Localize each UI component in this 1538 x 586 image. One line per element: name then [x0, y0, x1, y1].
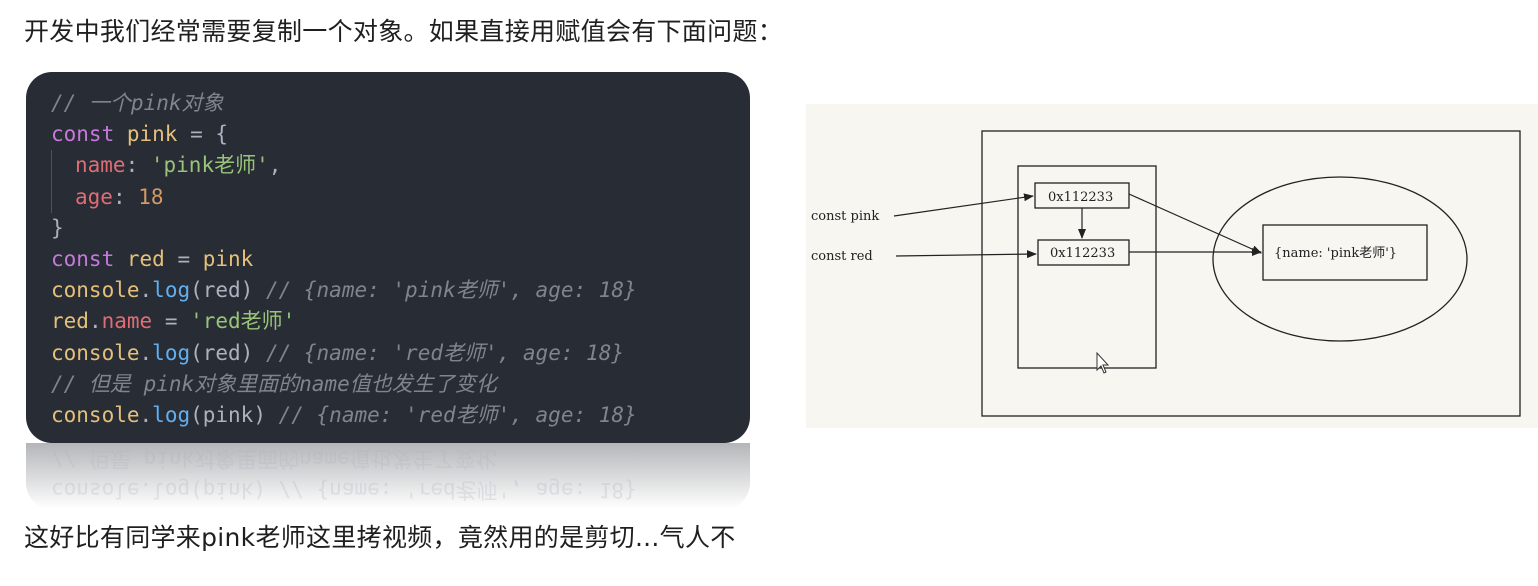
heap-ellipse [1212, 176, 1468, 342]
label-const-red: const red [811, 249, 873, 264]
code-operator: = [164, 246, 203, 271]
code-function: log [152, 340, 191, 365]
code-variable: red [51, 309, 89, 334]
indent-guide [51, 150, 75, 182]
code-operator: } [51, 215, 64, 240]
code-property: name [101, 309, 153, 334]
code-property: age [75, 184, 113, 209]
code-comment: // {name: 'red老师', age: 18} [253, 340, 625, 365]
code-function: log [152, 402, 191, 427]
outro-paragraph: 这好比有同学来pink老师这里拷视频，竟然用的是剪切...气人不 [24, 523, 736, 552]
code-line-4: age: 18 [51, 181, 750, 213]
heap-object-label: {name: 'pink老师'} [1274, 246, 1397, 261]
address-pink: 0x112233 [1048, 190, 1113, 205]
code-operator: , [268, 153, 282, 178]
arrow-pink-to-address [893, 193, 1034, 217]
code-console: console [51, 402, 140, 427]
memory-diagram-svg: const pink const red 0x112233 0x112233 {… [811, 130, 1521, 417]
code-line-2: const pink = { [51, 119, 750, 150]
code-args: (pink) [190, 402, 266, 427]
stack-box [1017, 165, 1157, 369]
code-operator: : [125, 153, 151, 178]
code-operator: . [88, 309, 102, 334]
code-string: 'red老师' [190, 309, 296, 334]
code-operator: . [139, 402, 153, 427]
code-line-11: console.log(pink) // {name: 'red老师', age… [51, 400, 750, 431]
memory-diagram: const pink const red 0x112233 0x112233 {… [806, 104, 1538, 428]
code-block-reflection: console.log(pink) // {name: 'red老师', age… [26, 443, 750, 509]
code-line-6: const red = pink [51, 244, 750, 275]
code-operator: . [139, 340, 153, 365]
code-line-8: red.name = 'red老师' [51, 306, 750, 337]
label-const-pink: const pink [811, 209, 879, 224]
code-keyword: const [51, 122, 115, 147]
code-line-7: console.log(red) // {name: 'pink老师', age… [51, 275, 750, 306]
indent-guide [51, 181, 75, 213]
code-variable: red [126, 246, 165, 271]
code-console: console [51, 340, 140, 365]
code-string: 'pink老师' [150, 153, 269, 178]
code-args: (red) [190, 340, 254, 365]
code-line-10: // 但是 pink对象里面的name值也发生了变化 [51, 369, 750, 400]
memory-frame [981, 130, 1521, 417]
mouse-cursor-icon [1096, 351, 1110, 374]
reflection-text: console.log(pink) // {name: 'red老师', age… [51, 446, 637, 502]
arrow-pink-address-to-heap [1128, 193, 1262, 254]
code-property: name [75, 153, 126, 178]
code-line-3: name: 'pink老师', [51, 150, 750, 182]
code-block: // 一个pink对象 const pink = { name: 'pink老师… [26, 72, 750, 443]
code-line-1: // 一个pink对象 [51, 88, 750, 119]
heap-object-box [1262, 224, 1428, 281]
intro-paragraph: 开发中我们经常需要复制一个对象。如果直接用赋值会有下面问题： [24, 17, 784, 46]
code-line-9: console.log(red) // {name: 'red老师', age:… [51, 338, 750, 369]
code-comment: // 但是 pink对象里面的name值也发生了变化 [51, 371, 497, 396]
code-variable: pink [126, 122, 178, 147]
address-red: 0x112233 [1050, 246, 1115, 261]
code-variable: pink [202, 246, 254, 271]
code-comment: // 一个pink对象 [51, 91, 224, 115]
code-console: console [51, 278, 140, 303]
code-keyword: const [51, 246, 115, 271]
code-operator: = { [177, 122, 229, 147]
code-operator: = [152, 309, 191, 334]
arrow-red-to-address [895, 250, 1037, 259]
code-args: (red) [190, 278, 254, 303]
code-function: log [152, 278, 191, 303]
code-comment: // {name: 'pink老师', age: 18} [253, 278, 637, 303]
code-operator: : [112, 184, 139, 209]
code-comment: // {name: 'red老师', age: 18} [265, 402, 637, 427]
code-operator: . [139, 278, 153, 303]
code-number: 18 [138, 184, 164, 209]
code-line-5: } [51, 213, 750, 244]
